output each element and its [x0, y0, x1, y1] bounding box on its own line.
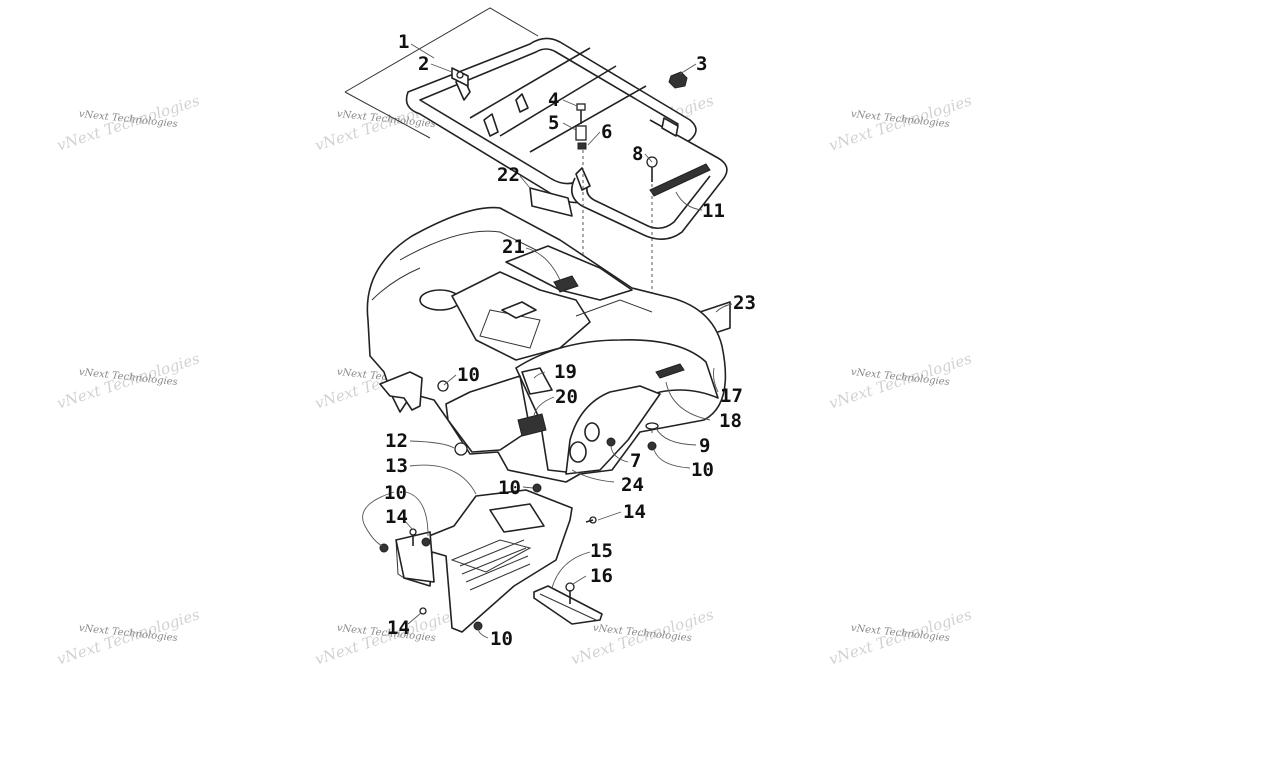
decal-22 [529, 187, 573, 217]
callout-1: 1 [398, 31, 409, 53]
callout-10-c: 10 [498, 477, 521, 499]
callout-15: 15 [590, 540, 613, 562]
callout-5: 5 [548, 112, 559, 134]
callout-12: 12 [385, 430, 408, 452]
callout-17: 17 [720, 385, 743, 407]
callout-7: 7 [630, 450, 641, 472]
callout-2: 2 [418, 53, 429, 75]
callout-21: 21 [502, 236, 525, 258]
callout-labels: 1 2 3 4 5 6 8 22 11 21 23 10 19 20 17 18… [384, 31, 756, 650]
fender-hardware [437, 380, 659, 493]
callout-4: 4 [548, 89, 559, 111]
callout-22: 22 [497, 164, 520, 186]
callout-11: 11 [702, 200, 725, 222]
callout-9: 9 [699, 435, 710, 457]
callout-23: 23 [733, 292, 756, 314]
callout-20: 20 [555, 386, 578, 408]
callout-14-a: 14 [385, 506, 408, 528]
callout-10-a: 10 [457, 364, 480, 386]
callout-18: 18 [719, 410, 742, 432]
callout-19: 19 [554, 361, 577, 383]
callout-14-c: 14 [387, 617, 410, 639]
callout-13: 13 [385, 455, 408, 477]
callout-3: 3 [696, 53, 707, 75]
rear-fender [366, 206, 727, 483]
callout-16: 16 [590, 565, 613, 587]
callout-10-d: 10 [384, 482, 407, 504]
callout-24: 24 [621, 474, 644, 496]
callout-6: 6 [601, 121, 612, 143]
rear-rack [344, 7, 728, 240]
leader-lines [362, 43, 733, 639]
callout-10-b: 10 [691, 459, 714, 481]
callout-10-e: 10 [490, 628, 513, 650]
footwell-hardware [379, 516, 597, 631]
callout-8: 8 [632, 143, 643, 165]
callout-14-b: 14 [623, 501, 646, 523]
